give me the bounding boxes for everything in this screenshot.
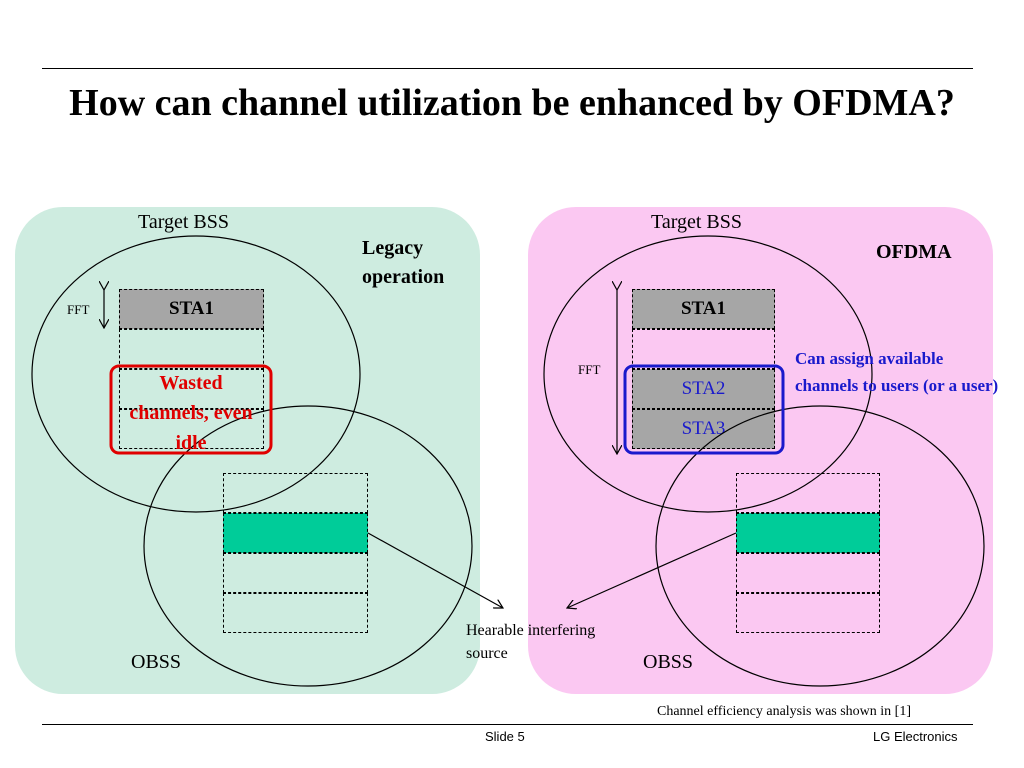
left-sta1-label: STA1 <box>168 298 215 319</box>
wasted-channels-highlight <box>109 364 273 455</box>
reference-note: Channel efficiency analysis was shown in… <box>657 704 912 719</box>
right-fft-label: FFT <box>578 362 601 377</box>
slide-title: How can channel utilization be enhanced … <box>69 82 955 124</box>
right-obss-channel <box>736 473 880 513</box>
top-rule <box>42 68 973 69</box>
right-mode-label: OFDMA <box>876 241 952 263</box>
left-mode-label: Legacy operation <box>362 237 445 288</box>
left-obss-channel <box>223 473 368 513</box>
right-obss-busy-channel <box>736 513 880 553</box>
right-obss-channel <box>736 553 880 593</box>
wasted-channels-label: Wasted channels, even idle <box>129 372 253 454</box>
assigned-channels-highlight <box>623 364 785 455</box>
company-name: LG Electronics <box>873 729 958 744</box>
right-sta3-channel: STA3 <box>632 409 775 449</box>
right-sta1-channel: STA1 <box>632 289 775 329</box>
right-idle-channel <box>632 329 775 369</box>
right-sta2-label: STA2 <box>681 378 726 399</box>
right-sta1-label: STA1 <box>680 298 727 319</box>
left-idle-channel <box>119 369 264 409</box>
right-interference-arrow <box>567 532 737 608</box>
left-obss-channel <box>223 553 368 593</box>
left-panel <box>15 207 480 694</box>
right-sta3-label: STA3 <box>681 418 726 439</box>
left-interference-arrow <box>367 532 503 608</box>
left-fft-label: FFT <box>67 302 90 317</box>
right-sta2-channel: STA2 <box>632 369 775 409</box>
left-idle-channel <box>119 409 264 449</box>
left-obss-busy-channel <box>223 513 368 553</box>
left-sta1-channel: STA1 <box>119 289 264 329</box>
right-panel <box>528 207 993 694</box>
left-target-bss-label: Target BSS <box>138 211 230 233</box>
right-target-bss-ellipse <box>543 235 873 513</box>
assign-channels-note: Can assign available channels to users (… <box>795 349 999 395</box>
left-obss-label: OBSS <box>131 651 182 673</box>
bottom-rule <box>42 724 973 725</box>
interference-label: Hearable interfering source <box>466 622 596 662</box>
left-idle-channel <box>119 329 264 369</box>
right-target-bss-label: Target BSS <box>651 211 743 233</box>
right-obss-label: OBSS <box>643 651 694 673</box>
right-obss-ellipse <box>655 405 985 687</box>
left-target-bss-ellipse <box>31 235 361 513</box>
right-obss-channel <box>736 593 880 633</box>
slide-number: Slide 5 <box>485 729 525 744</box>
left-obss-channel <box>223 593 368 633</box>
left-obss-ellipse <box>143 405 473 687</box>
